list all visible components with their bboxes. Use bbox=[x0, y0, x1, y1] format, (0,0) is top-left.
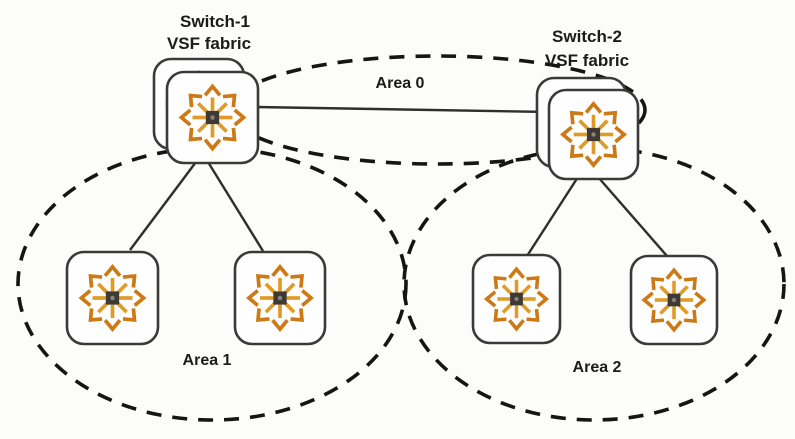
switch1-label-line2: VSF fabric bbox=[167, 34, 251, 53]
switch1-vsf-stack bbox=[152, 57, 260, 165]
area1-label: Area 1 bbox=[183, 352, 232, 369]
area2-switch-right bbox=[629, 254, 719, 346]
switch2-vsf-stack bbox=[535, 76, 640, 181]
link-switch1-area1-right bbox=[206, 161, 265, 252]
area1-switch-right bbox=[233, 250, 327, 346]
area2-switch-left bbox=[471, 253, 562, 345]
switch2-label-line1: Switch-2 bbox=[552, 27, 622, 46]
switch1-label-line1: Switch-1 bbox=[180, 12, 250, 31]
link-switch1-area1-left bbox=[129, 161, 197, 251]
link-switch2-area2-left bbox=[525, 176, 580, 257]
area2-boundary-ellipse bbox=[402, 146, 786, 422]
switch1-front-card bbox=[165, 70, 260, 165]
link-switch2-area2-right bbox=[597, 176, 668, 257]
area1-switch-left bbox=[65, 250, 160, 346]
area0-label: Area 0 bbox=[376, 75, 425, 92]
switch2-front-card bbox=[547, 88, 640, 181]
area2-label: Area 2 bbox=[573, 359, 622, 376]
switch2-label-line2: VSF fabric bbox=[545, 51, 629, 70]
link-switch1-switch2 bbox=[255, 105, 552, 114]
